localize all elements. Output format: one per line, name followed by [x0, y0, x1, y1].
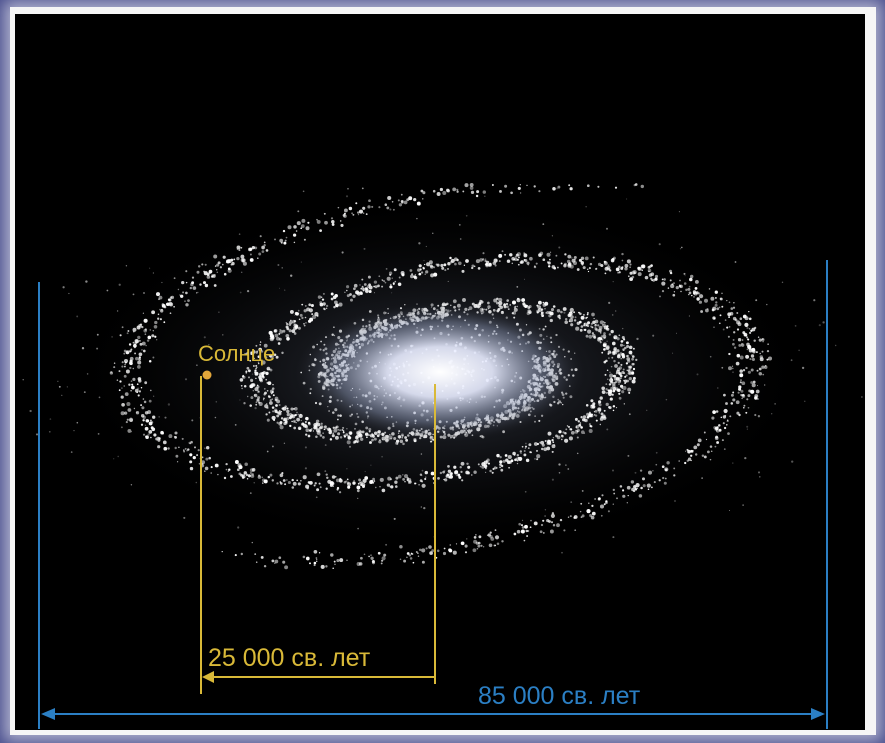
sun-distance-label: 25 000 св. лет — [208, 644, 371, 672]
diameter-arrow-left — [41, 708, 55, 720]
galactic-core — [290, 300, 590, 444]
galaxy-diagram: Солнце 25 000 св. лет 85 000 св. лет — [15, 14, 865, 730]
sun-distance-marker — [200, 376, 436, 694]
sun-label: Солнце — [198, 341, 275, 366]
diameter-arrow-right — [811, 708, 825, 720]
sun-dot — [202, 370, 212, 380]
diameter-marker — [38, 260, 828, 729]
galaxy-svg: Солнце 25 000 св. лет 85 000 св. лет — [22, 182, 863, 729]
sun-distance-arrow-left — [202, 671, 214, 683]
diameter-label: 85 000 св. лет — [478, 682, 641, 710]
